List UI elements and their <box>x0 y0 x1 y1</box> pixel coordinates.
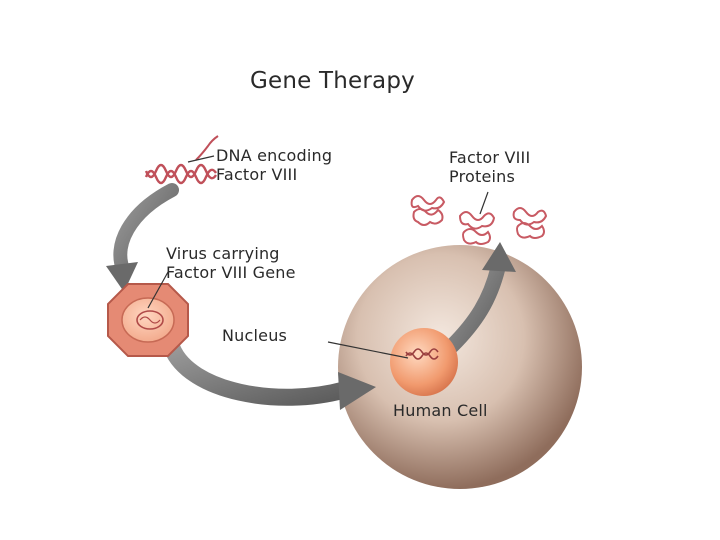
diagram-title: Gene Therapy <box>250 68 415 94</box>
arrow-dna-to-virus <box>106 183 179 292</box>
protein-label: Factor VIII Proteins <box>449 148 530 186</box>
protein-leader-line <box>479 191 489 215</box>
virus-label-line-2: Factor VIII Gene <box>166 263 296 282</box>
dna-label-line-2: Factor VIII <box>216 165 298 184</box>
virus-leader-line <box>147 271 169 309</box>
protein-cluster-center-icon <box>458 211 496 245</box>
dna-label-line-1: DNA encoding <box>216 146 333 165</box>
protein-label-line-2: Proteins <box>449 167 516 186</box>
virus-label: Virus carrying Factor VIII Gene <box>166 244 296 282</box>
arrow-nucleus-to-proteins <box>444 242 516 354</box>
nucleus-label: Nucleus <box>222 326 288 345</box>
protein-label-line-1: Factor VIII <box>449 148 531 167</box>
protein-cluster-right-icon <box>512 207 548 239</box>
human-cell-label: Human Cell <box>393 401 488 420</box>
dna-leader-line <box>187 155 215 163</box>
virus-icon <box>107 283 189 357</box>
dna-strand-icon <box>144 135 219 185</box>
arrow-virus-to-nucleus <box>163 339 376 410</box>
nucleus-leader-line <box>327 341 409 359</box>
nucleus-icon <box>390 328 458 396</box>
human-cell <box>338 245 582 489</box>
protein-cluster-left-icon <box>410 195 446 226</box>
dna-label: DNA encoding Factor VIII <box>216 146 332 184</box>
virus-label-line-1: Virus carrying <box>166 244 280 263</box>
